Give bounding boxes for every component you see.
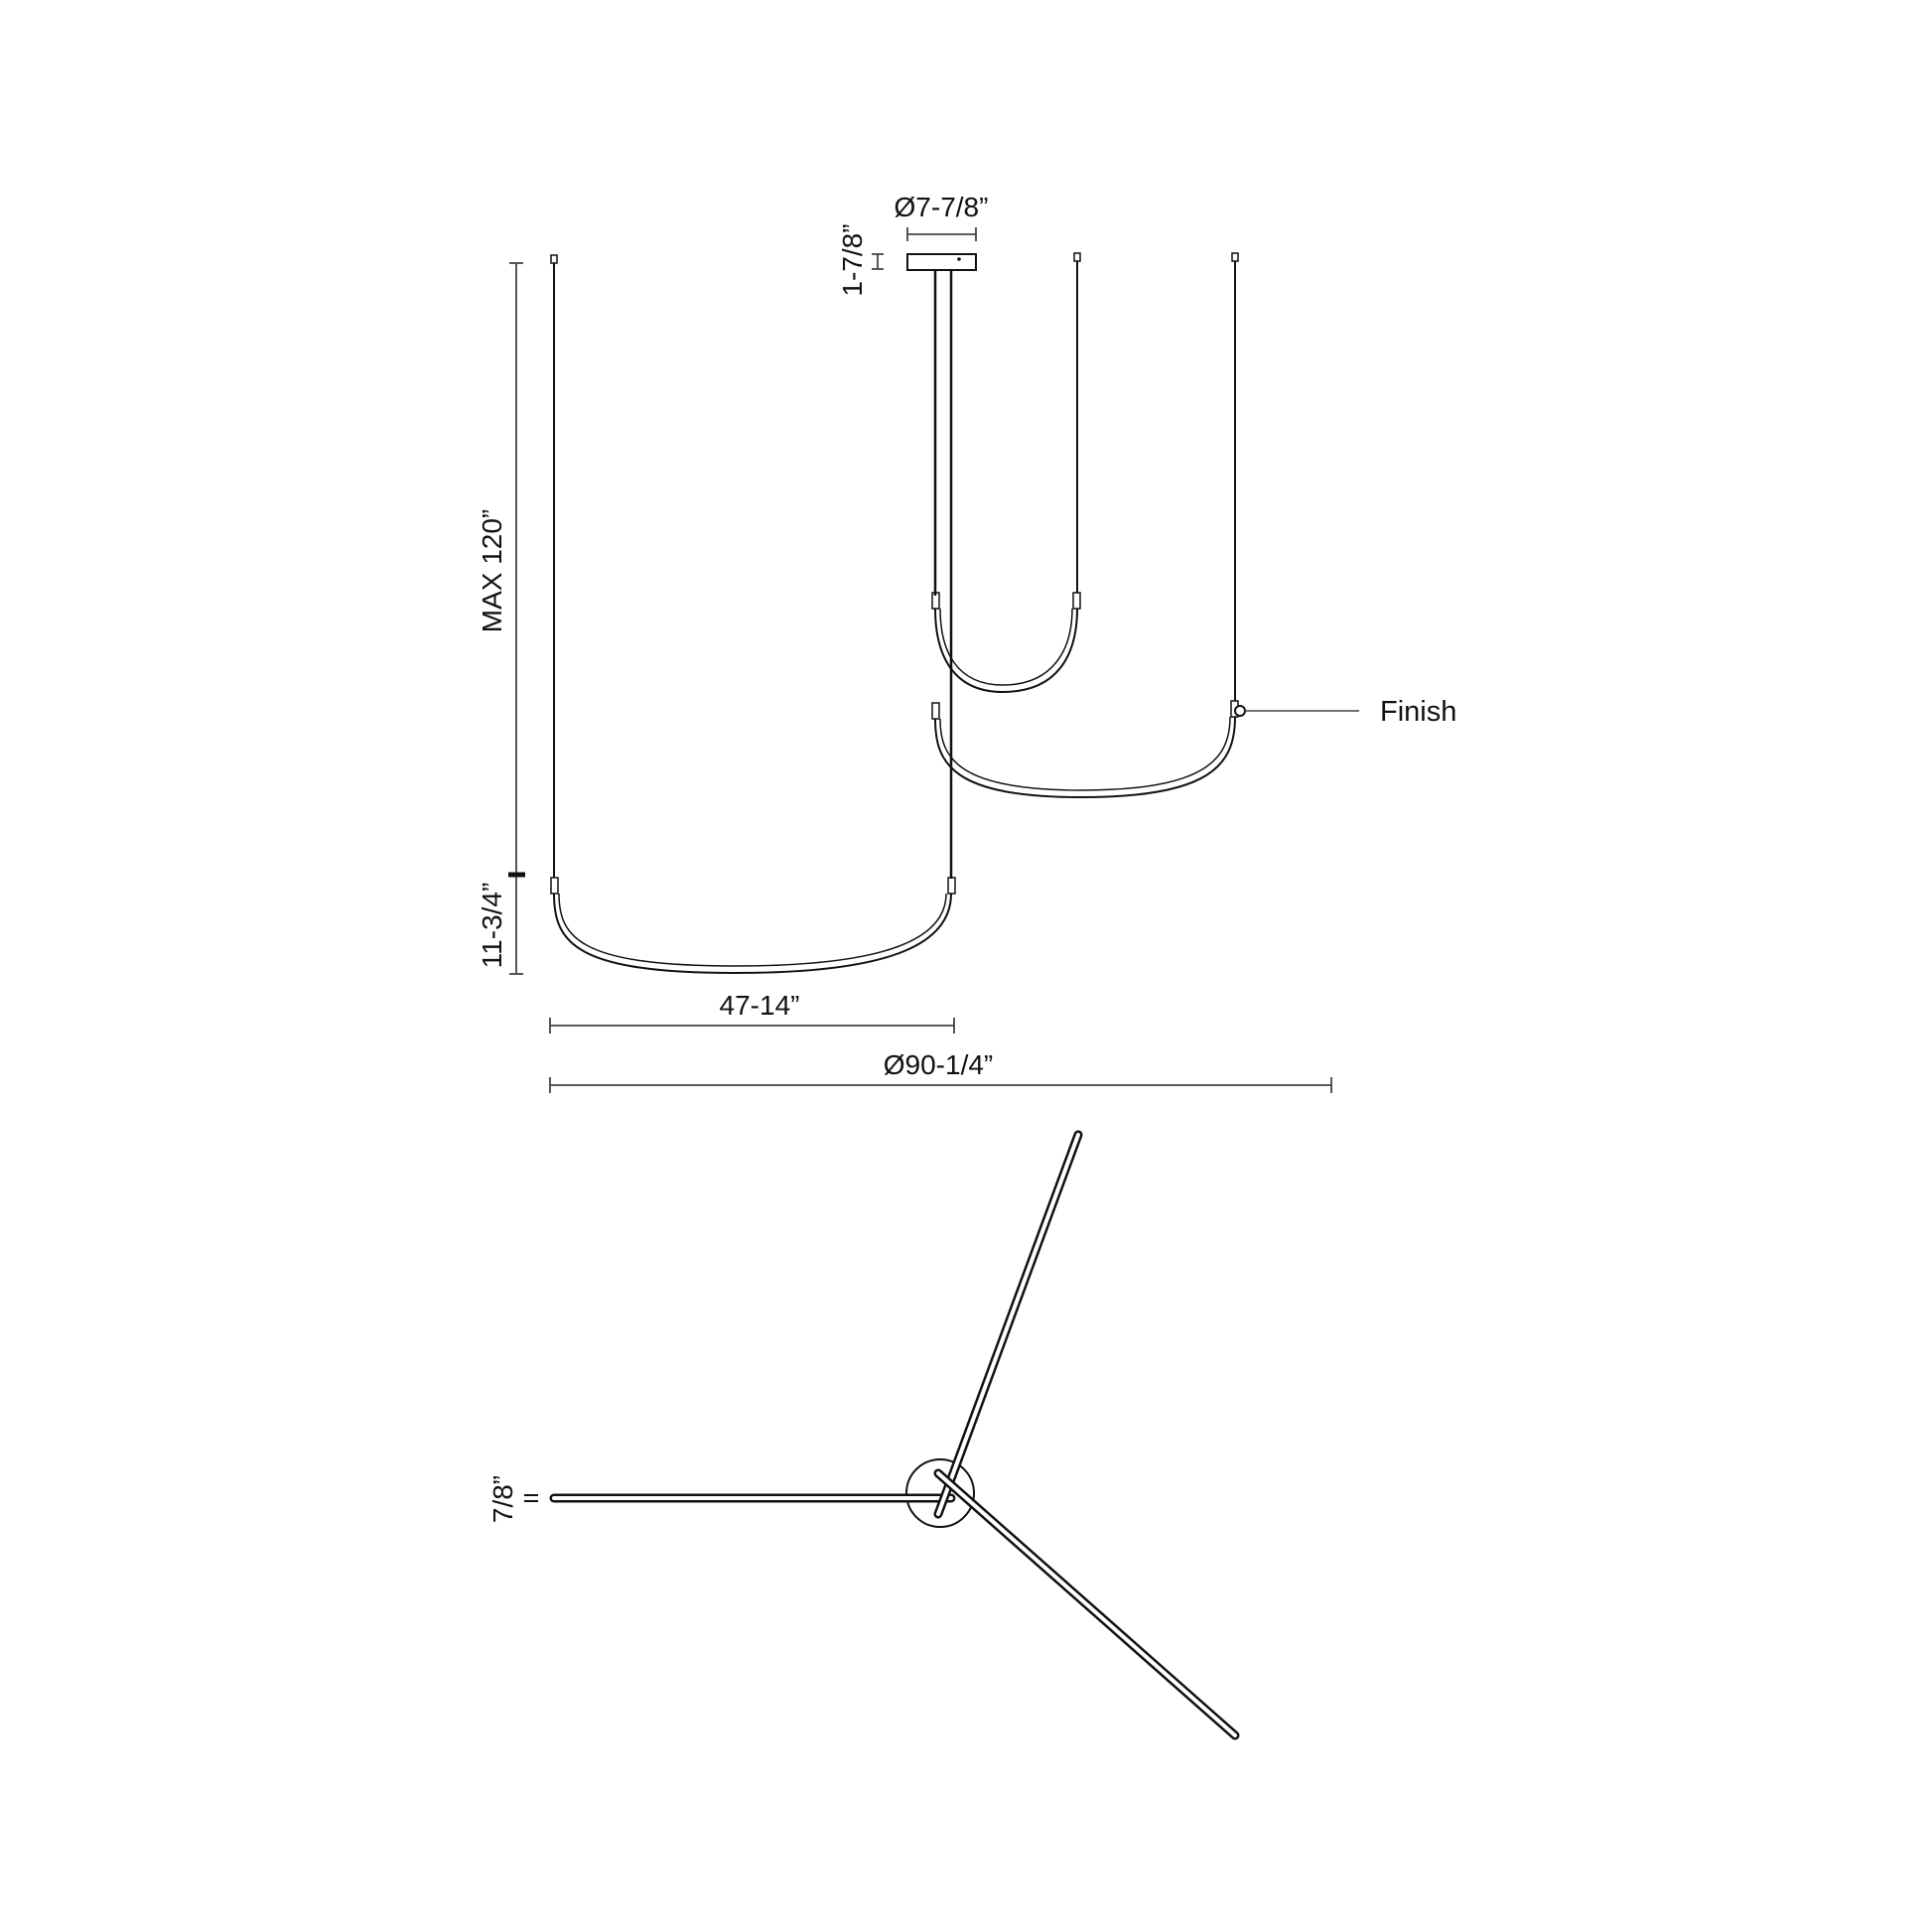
large-ring-inner (558, 893, 947, 967)
ring-height-label: 11-3/4” (477, 883, 507, 969)
small-ring (934, 608, 1078, 694)
large-ring (553, 893, 952, 975)
canopy-diameter-label: Ø7-7/8” (895, 192, 989, 222)
connector-small-right (1072, 592, 1081, 610)
connector-left (550, 877, 559, 895)
canopy-dimensions (872, 227, 977, 270)
max-height-label: MAX 120” (477, 509, 507, 633)
connector-medium-left (931, 702, 940, 720)
canopy-screw-dot (957, 257, 961, 261)
wire-anchor-medium (1231, 252, 1239, 262)
arm-upper-inner (936, 1133, 1080, 1516)
overall-diameter-label: Ø90-1/4” (884, 1049, 994, 1080)
finish-callout: Finish (1234, 696, 1456, 728)
finish-callout-marker (1234, 705, 1246, 717)
front-view (550, 252, 1239, 975)
ring-width-label: 47-14” (720, 990, 800, 1021)
wire-anchor-left (550, 254, 558, 264)
connector-big-right (947, 877, 956, 895)
tube-diameter-dimension (524, 1494, 538, 1502)
canopy (906, 253, 977, 271)
tube-diameter-label: 7/8” (487, 1475, 518, 1523)
arm-lower-inner (936, 1471, 1237, 1737)
canopy-top-view (905, 1458, 975, 1528)
canopy-height-label: 1-7/8” (837, 223, 868, 296)
wire-anchor-small (1073, 252, 1081, 262)
medium-ring (934, 716, 1236, 799)
finish-label: Finish (1380, 696, 1456, 728)
medium-ring-inner (939, 716, 1231, 791)
small-ring-inner (939, 608, 1073, 686)
width-dimensions (549, 1018, 1332, 1093)
height-dimension (508, 262, 525, 975)
top-view (549, 1130, 1240, 1740)
